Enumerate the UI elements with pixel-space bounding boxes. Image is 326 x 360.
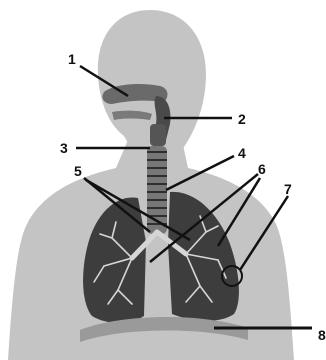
label-1: 1	[68, 51, 76, 67]
larynx	[150, 124, 166, 146]
label-5: 5	[74, 163, 82, 179]
label-3: 3	[60, 140, 68, 156]
label-8: 8	[318, 327, 326, 343]
label-6: 6	[258, 161, 266, 177]
label-4: 4	[238, 145, 246, 161]
label-7: 7	[284, 181, 292, 197]
label-2: 2	[238, 111, 246, 127]
